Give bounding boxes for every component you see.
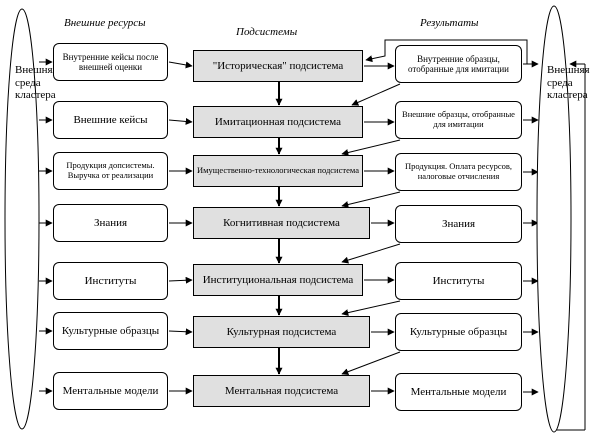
external-resource-box: Знания bbox=[53, 204, 168, 242]
feedback-arrow bbox=[351, 83, 401, 106]
subsystem-box: Институциональная подсистема bbox=[193, 264, 363, 296]
resource-to-subsystem-arrow bbox=[168, 328, 193, 336]
external-resource-box: Ментальные модели bbox=[53, 372, 168, 410]
subsystem-box: Имитационная подсистема bbox=[193, 106, 363, 138]
resource-to-subsystem-arrow bbox=[168, 117, 193, 125]
result-box: Продукция. Оплата ресурсов, налоговые от… bbox=[395, 153, 522, 191]
feedback-arrow bbox=[341, 351, 401, 376]
header-subsystems: Подсистемы bbox=[236, 26, 298, 38]
header-external-resources: Внешние ресурсы bbox=[64, 17, 146, 29]
result-box: Институты bbox=[395, 262, 522, 300]
result-box: Культурные образцы bbox=[395, 313, 522, 351]
feedback-arrow bbox=[341, 300, 401, 317]
feedback-arrow bbox=[341, 191, 401, 208]
resource-to-subsystem-arrow bbox=[168, 276, 193, 284]
subsystem-box: Культурная подсистема bbox=[193, 316, 370, 348]
right-environment-label: Внешняя среда кластера bbox=[547, 64, 590, 101]
external-resource-box: Институты bbox=[53, 262, 168, 300]
subsystem-box: Имущественно-технологическая подсистема bbox=[193, 155, 363, 187]
resource-to-subsystem-arrow bbox=[168, 61, 193, 69]
subsystem-box: Ментальная подсистема bbox=[193, 375, 370, 407]
result-box: Знания bbox=[395, 205, 522, 243]
feedback-arrow bbox=[365, 39, 528, 64]
result-box: Ментальные модели bbox=[395, 373, 522, 411]
external-resource-box: Продукция допсистемы. Выручка от реализа… bbox=[53, 152, 168, 190]
result-box: Внешние образцы, отобранные для имитации bbox=[395, 101, 522, 139]
feedback-arrow bbox=[341, 243, 401, 264]
left-environment-ellipse bbox=[4, 8, 40, 430]
subsystem-box: "Историческая" подсистема bbox=[193, 50, 363, 82]
subsystem-box: Когнитивная подсистема bbox=[193, 207, 370, 239]
external-resource-box: Внутренние кейсы после внешней оценки bbox=[53, 43, 168, 81]
header-results: Результаты bbox=[420, 17, 479, 29]
result-box: Внутренние образцы, отобранные для имита… bbox=[395, 45, 522, 83]
left-environment-label: Внешняя среда кластера bbox=[15, 64, 58, 101]
external-resource-box: Внешние кейсы bbox=[53, 101, 168, 139]
external-resource-box: Культурные образцы bbox=[53, 312, 168, 350]
feedback-arrow bbox=[341, 139, 401, 156]
right-environment-ellipse bbox=[536, 5, 572, 433]
